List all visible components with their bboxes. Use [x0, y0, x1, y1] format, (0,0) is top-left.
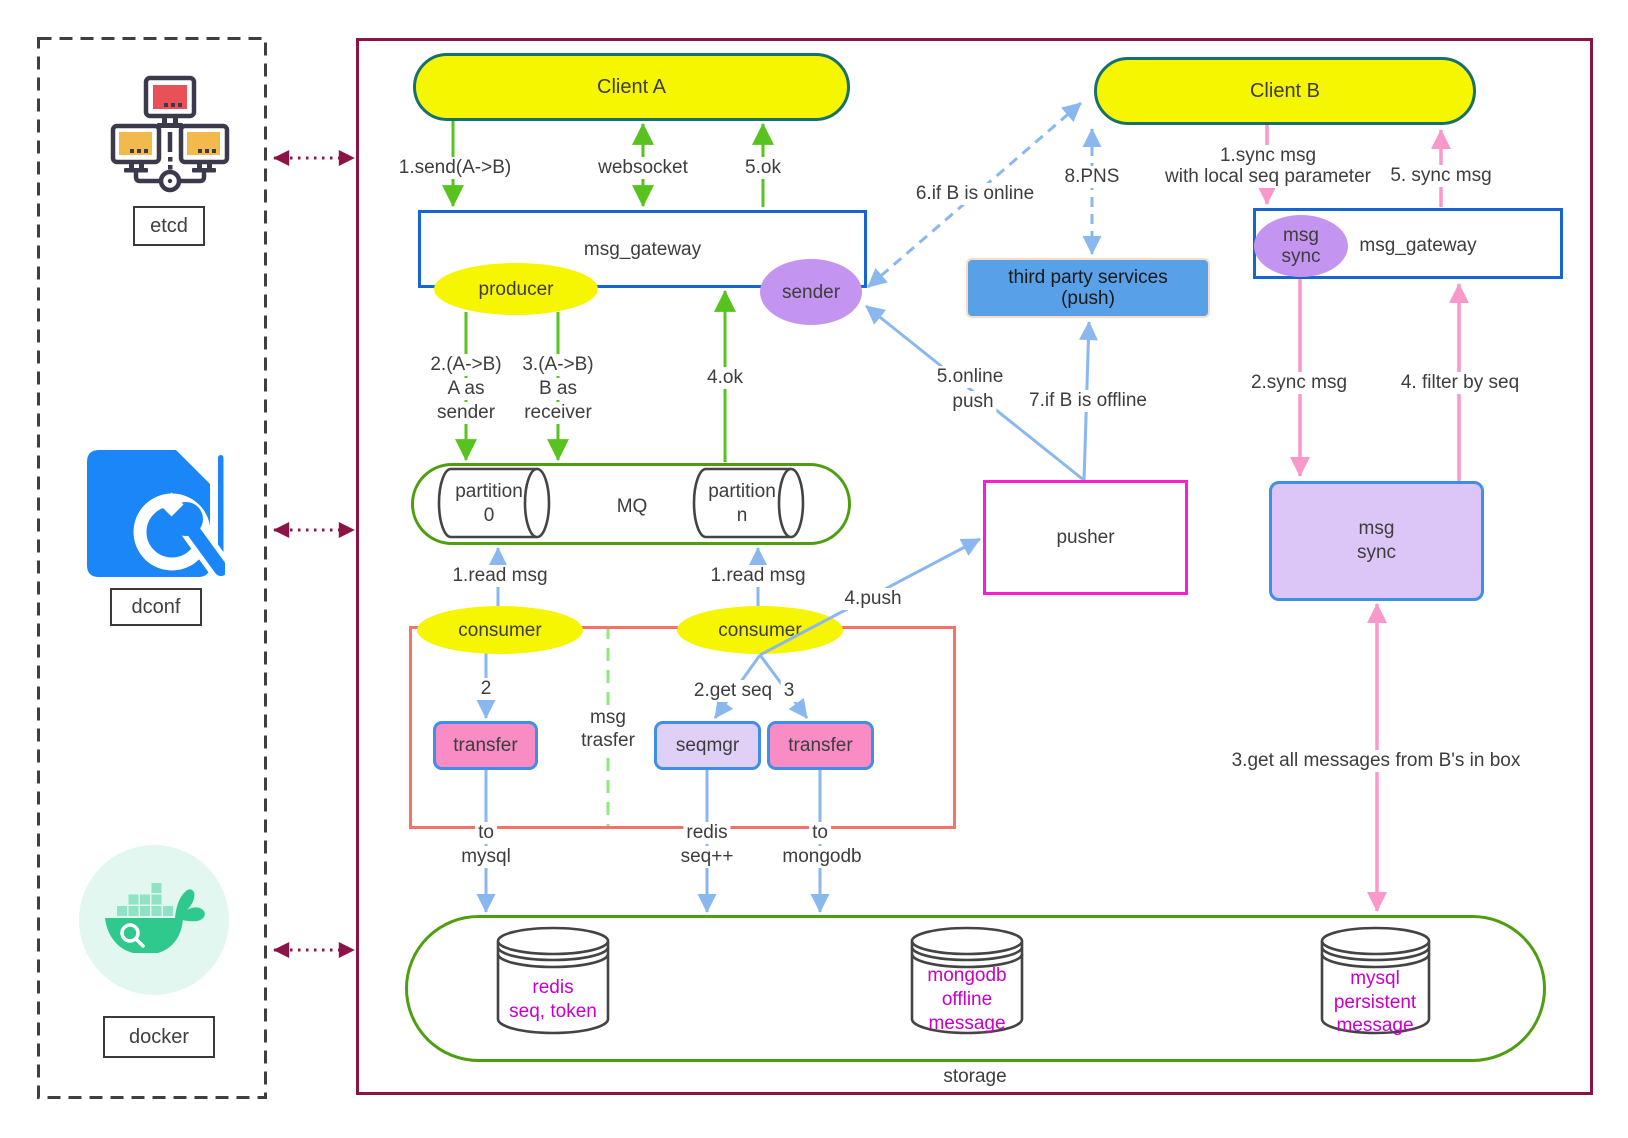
client-b-node: Client B	[1094, 57, 1476, 125]
sender-title: sender	[781, 281, 841, 303]
client-a-node: Client A	[413, 53, 850, 121]
dconf-label-box: dconf	[110, 588, 202, 626]
label-to-mongodb-line1: to	[809, 822, 831, 844]
label-msg-trasfer-line2: trasfer	[578, 730, 638, 752]
transfer1-title: transfer	[453, 735, 518, 756]
label-to-mysql-line2: mysql	[458, 846, 514, 868]
partition0-line1: partition	[455, 481, 523, 502]
label-redis-seq-line1: redis	[683, 822, 731, 844]
redis-line2: seq, token	[509, 1001, 597, 1022]
docker-label: docker	[128, 1025, 190, 1048]
label-websocket: websocket	[595, 157, 691, 179]
etcd-link-arrow	[273, 150, 355, 958]
redis-line1: redis	[532, 977, 574, 998]
label-to-mysql-line1: to	[475, 822, 497, 844]
label-route2-line1: 2.(A->B)	[427, 354, 505, 376]
label-getall3: 3.get all messages from B's in box	[1228, 750, 1524, 772]
mysql-line2: persistent	[1333, 992, 1417, 1013]
dconf-icon	[87, 450, 225, 579]
label-route2-line3: sender	[433, 402, 499, 424]
label-route3-line2: B as	[535, 378, 581, 400]
msg-sync-box-node: msg sync	[1269, 481, 1484, 601]
label-three: 3	[780, 680, 798, 702]
seqmgr-title: seqmgr	[675, 735, 740, 756]
gateway-a-title: msg_gateway	[583, 238, 702, 260]
label-sync2: 2.sync msg	[1247, 372, 1351, 394]
consumer1-title: consumer	[458, 619, 542, 641]
partition0-line2: 0	[483, 505, 495, 526]
partition-n-line2: n	[736, 505, 748, 526]
transfer2-title: transfer	[788, 735, 853, 756]
label-online-push-line1: 5.online	[933, 366, 1007, 388]
mongodb-line3: message	[928, 1013, 1006, 1034]
transfer1-node: transfer	[433, 721, 538, 770]
pusher-node: pusher	[983, 480, 1188, 595]
etcd-label: etcd	[150, 214, 188, 237]
label-ok4: 4.ok	[704, 367, 746, 389]
consumer2-node: consumer	[677, 606, 843, 654]
label-route3-line3: receiver	[521, 402, 595, 424]
label-online-push-line2: push	[949, 391, 997, 413]
pusher-title: pusher	[1056, 527, 1115, 548]
mysql-cylinder	[1320, 926, 1431, 1035]
mongodb-line2: offline	[941, 989, 993, 1010]
consumer1-node: consumer	[417, 606, 583, 654]
label-redis-seq-line2: seq++	[677, 846, 737, 868]
mysql-line1: mysql	[1350, 968, 1400, 989]
partition-n-cylinder	[692, 467, 805, 539]
producer-title: producer	[478, 278, 554, 300]
label-to-mongodb-line2: mongodb	[779, 846, 865, 868]
client-b-title: Client B	[1249, 79, 1321, 102]
producer-node: producer	[434, 263, 598, 315]
label-ok5: 5.ok	[742, 157, 784, 179]
label-pns8: 8.PNS	[1061, 166, 1123, 188]
transfer2-node: transfer	[767, 721, 874, 770]
label-two: 2	[477, 678, 495, 700]
docker-icon	[79, 845, 229, 995]
label-filter4: 4. filter by seq	[1397, 372, 1523, 394]
mongodb-cylinder	[910, 926, 1024, 1035]
label-msg-trasfer-line1: msg	[587, 707, 629, 729]
label-send1: 1.send(A->B)	[395, 157, 515, 179]
gateway-b-title: msg_gateway	[1359, 235, 1477, 256]
msg-sync-box-line1: msg	[1358, 518, 1395, 539]
etcd-label-box: etcd	[133, 206, 205, 246]
mq-node	[411, 463, 851, 545]
redis-cylinder	[496, 926, 610, 1035]
label-sync1-line2: with local seq parameter	[1162, 166, 1374, 188]
label-sync1-line1: 1.sync msg	[1216, 145, 1320, 167]
infra-panel-border	[37, 37, 267, 1099]
label-route2-line2: A as	[444, 378, 488, 400]
third-party-line2: (push)	[1061, 288, 1115, 309]
main-system-box	[356, 38, 1593, 1095]
label-route3-line1: 3.(A->B)	[519, 354, 597, 376]
msg-sync-box-line2: sync	[1356, 542, 1397, 563]
mq-title: MQ	[616, 496, 648, 517]
label-sync5: 5. sync msg	[1387, 165, 1495, 187]
label-push4: 4.push	[841, 588, 905, 610]
label-read-msg2: 1.read msg	[707, 565, 809, 587]
mysql-line3: message	[1336, 1015, 1414, 1036]
partition-n-line1: partition	[708, 481, 776, 502]
label-read-msg1: 1.read msg	[449, 565, 551, 587]
client-a-title: Client A	[597, 75, 666, 98]
msg-sync-ellipse-line2: sync	[1281, 246, 1321, 267]
label-online6: 6.if B is online	[912, 183, 1038, 205]
storage-node	[405, 915, 1546, 1062]
storage-title: storage	[943, 1066, 1007, 1087]
sender-node: sender	[760, 259, 862, 325]
label-offline7: 7.if B is offline	[1026, 390, 1150, 412]
seqmgr-node: seqmgr	[654, 721, 761, 770]
etcd-cluster-icon	[110, 75, 230, 193]
consumer2-title: consumer	[718, 619, 802, 641]
msg-sync-ellipse-line1: msg	[1283, 225, 1319, 246]
label-get-seq: 2.get seq	[690, 680, 776, 702]
docker-label-box: docker	[103, 1016, 215, 1058]
mongodb-line1: mongodb	[927, 965, 1007, 986]
dconf-label: dconf	[131, 595, 181, 618]
